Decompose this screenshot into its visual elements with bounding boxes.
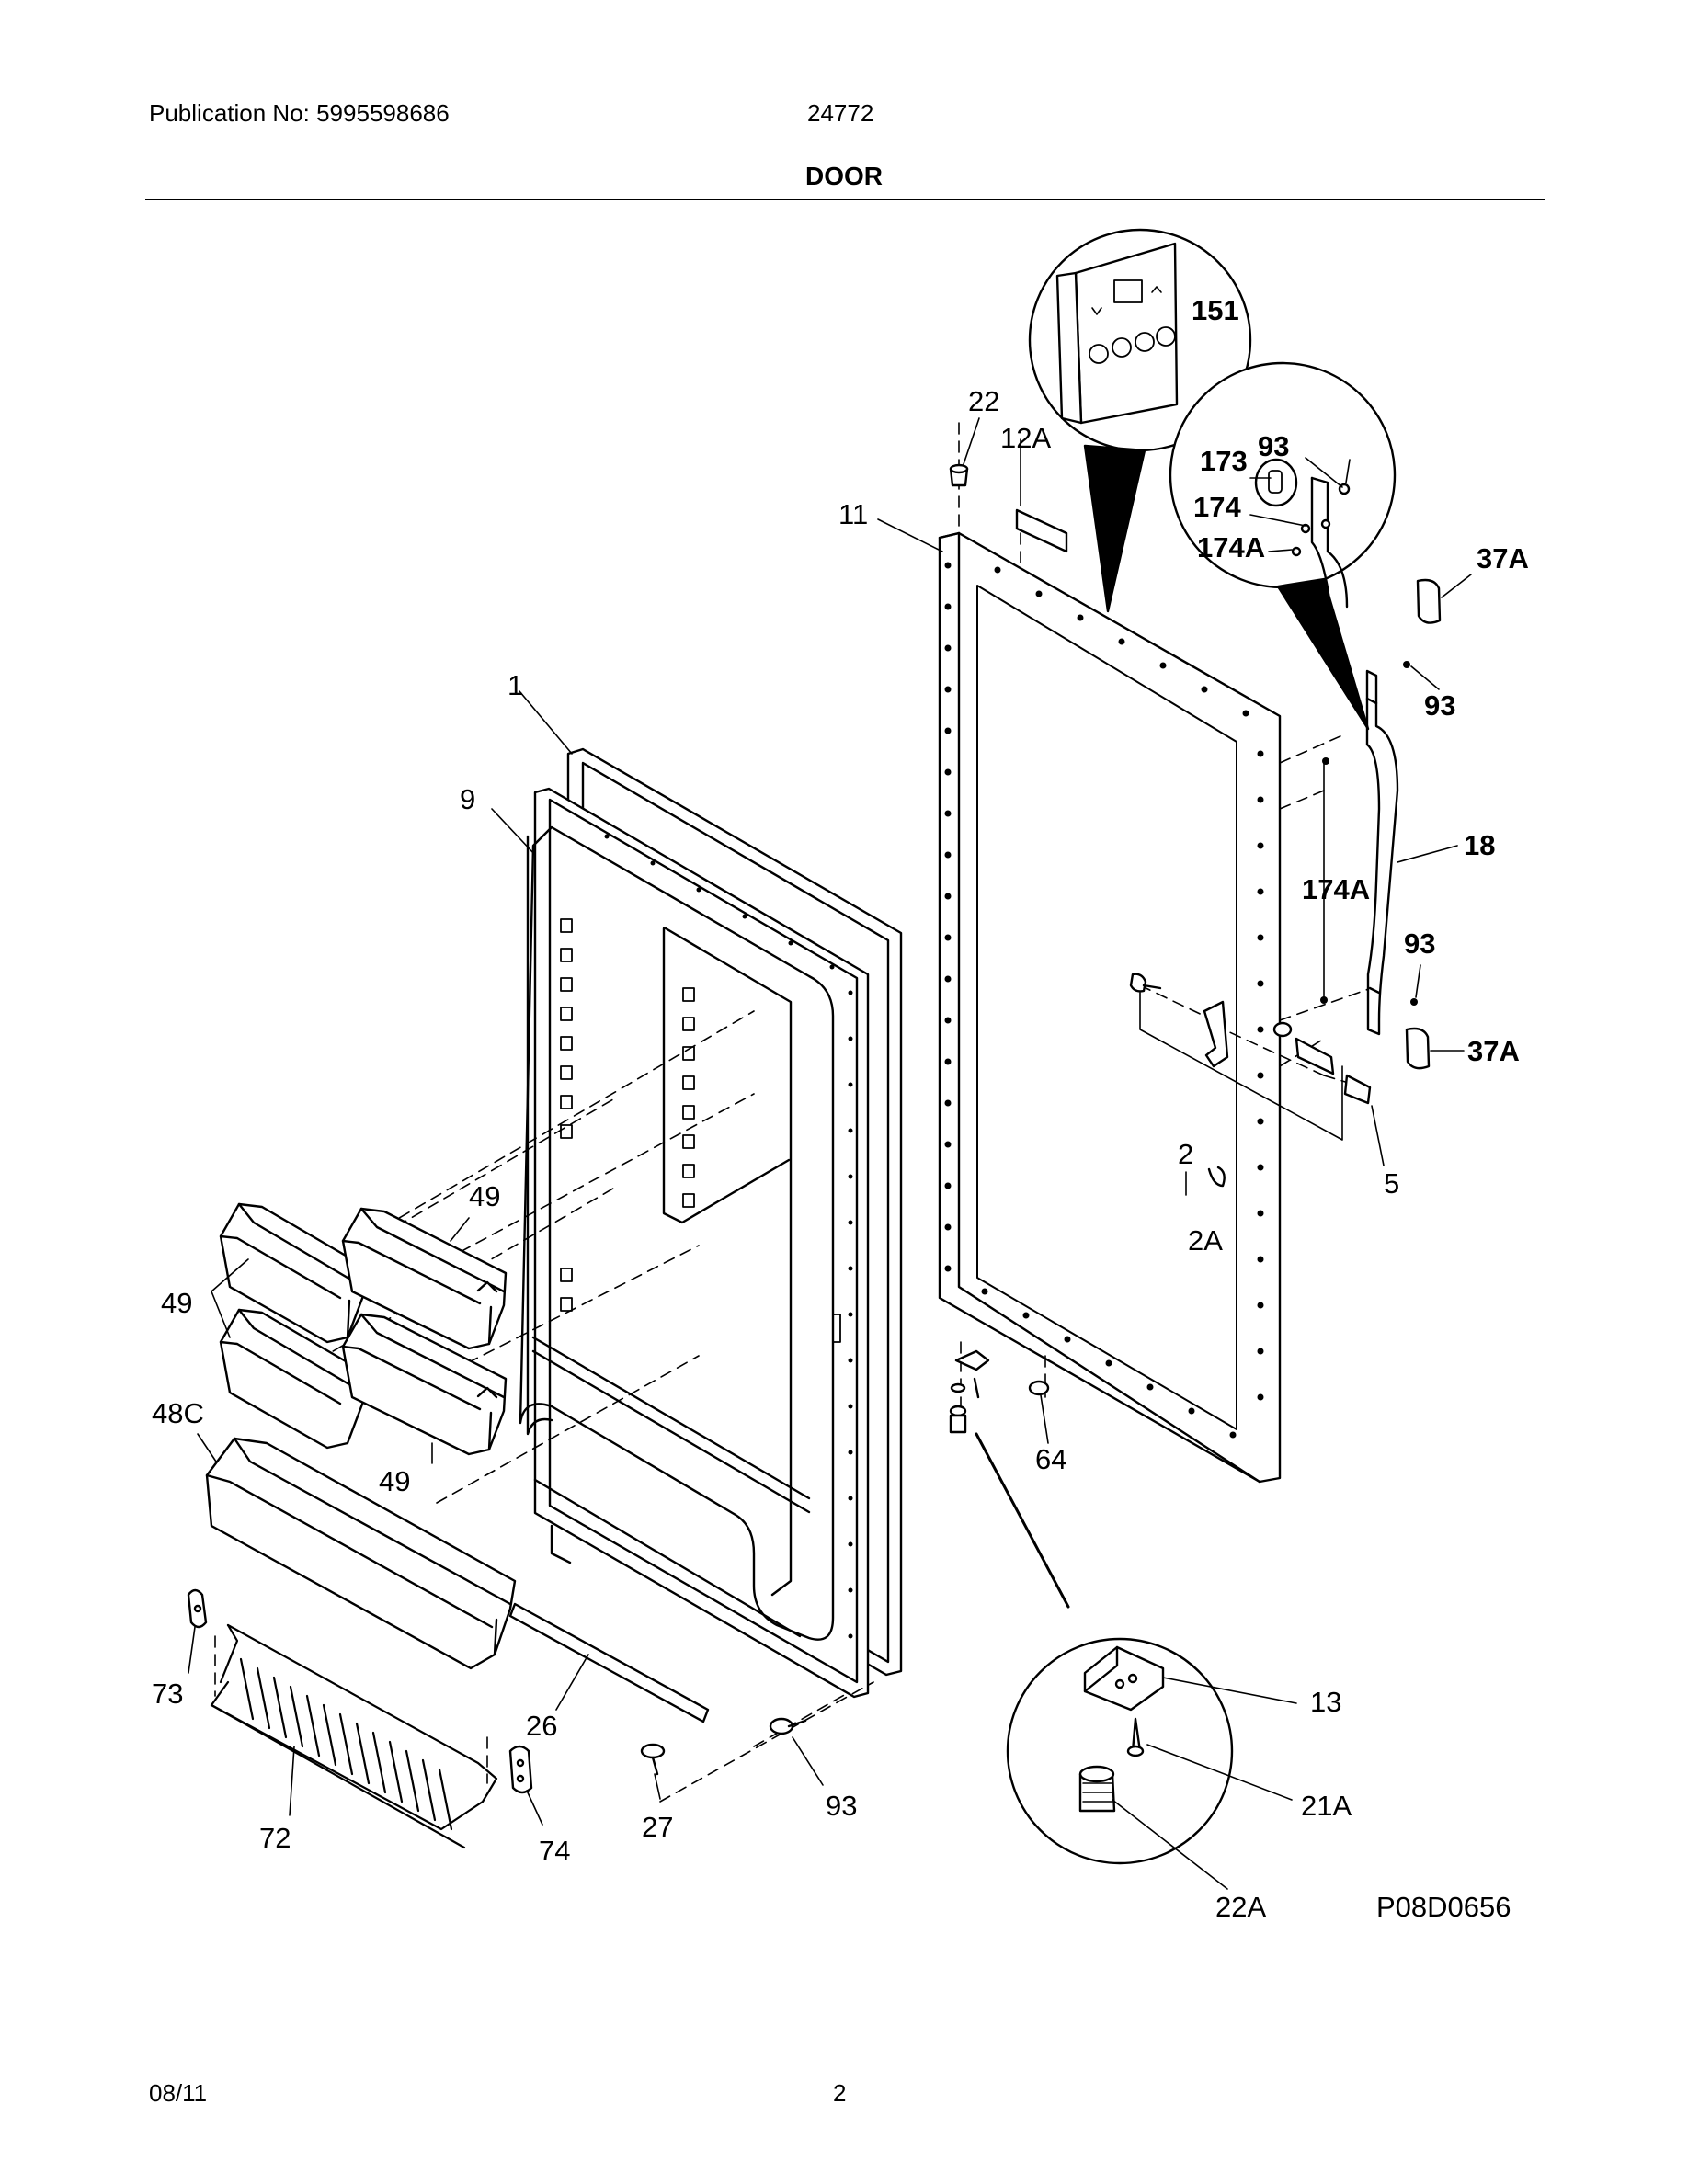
label-26: 26 (526, 1710, 557, 1742)
label-12a (1015, 508, 1068, 553)
door-handle-18 (1365, 669, 1399, 1036)
label-74: 74 (539, 1835, 570, 1867)
door-bin-49-upper-left (219, 1202, 370, 1344)
label-27: 27 (642, 1811, 673, 1843)
label-174a-inset: 174A (1197, 531, 1265, 563)
label-173: 173 (1200, 445, 1248, 477)
label-73: 73 (152, 1678, 183, 1710)
label-174a: 174A (1302, 873, 1370, 905)
trim-strip-26 (508, 1602, 710, 1723)
door-bin-49-upper-right (341, 1207, 508, 1350)
label-2: 2 (1178, 1138, 1193, 1170)
door-bin-49-lower-right (341, 1313, 508, 1456)
label-49-c: 49 (379, 1465, 410, 1497)
handle-screws (1320, 661, 1418, 1006)
liner-edge-dots (604, 834, 853, 1639)
label-151: 151 (1192, 294, 1239, 326)
handle-cap-37a-bottom (1405, 1027, 1431, 1070)
header-rule (145, 199, 1545, 200)
label-48c: 48C (152, 1397, 204, 1429)
label-72: 72 (259, 1822, 291, 1854)
shelf-end-cap-73 (187, 1588, 208, 1629)
label-64: 64 (1035, 1443, 1066, 1475)
part-labels: 1 9 11 12A 22 151 173 93 174 174A 37A 93… (152, 294, 1529, 1923)
label-12a: 12A (1000, 422, 1051, 454)
wire-shelf-72 (210, 1623, 498, 1849)
label-93-bottom: 93 (826, 1790, 857, 1822)
inset-bottom-hinge (975, 1432, 1234, 1865)
label-37a-bottom: 37A (1467, 1035, 1520, 1067)
diagram-code: P08D0656 (1376, 1891, 1511, 1923)
gasket-holes (944, 562, 1264, 1439)
label-93-top: 93 (1424, 689, 1455, 722)
door-bin-48c (205, 1437, 517, 1670)
label-9: 9 (460, 783, 475, 815)
label-22a: 22A (1215, 1891, 1266, 1923)
label-37a-top: 37A (1477, 542, 1529, 574)
label-1: 1 (508, 669, 523, 701)
screw-93-bottom (769, 1717, 807, 1735)
hinge-clip-2a (1207, 1166, 1226, 1188)
label-93-inset: 93 (1258, 430, 1289, 462)
footer-date: 08/11 (149, 2079, 208, 2107)
inner-door-liner (519, 787, 870, 1699)
screw-27 (640, 1743, 666, 1776)
label-11: 11 (838, 498, 868, 530)
page-number: 2 (833, 2079, 847, 2107)
bushing-5 (1272, 1021, 1372, 1105)
handle-cap-37a-top (1416, 578, 1442, 624)
label-49-a: 49 (469, 1180, 500, 1212)
label-21a: 21A (1301, 1790, 1352, 1822)
hinge-pin-2 (1129, 973, 1162, 993)
inset-handle-hardware (1169, 361, 1397, 731)
label-174: 174 (1193, 491, 1241, 523)
publication-number: Publication No: 5995598686 (149, 99, 450, 127)
model-number: 24772 (807, 99, 874, 127)
label-93-mid: 93 (1404, 927, 1435, 960)
label-5: 5 (1384, 1167, 1399, 1200)
inset-control-panel-151 (1028, 228, 1252, 613)
label-22: 22 (968, 385, 999, 417)
bottom-hinge-parts (949, 1349, 1050, 1434)
page-title: DOOR (805, 162, 883, 190)
plug-22 (949, 463, 969, 487)
shelf-end-cap-74 (508, 1745, 533, 1794)
door-stop-bracket (1203, 1000, 1229, 1068)
callout-2-bracket (1139, 992, 1343, 1141)
label-2a: 2A (1188, 1224, 1223, 1257)
leader-lines (188, 417, 1472, 1890)
outer-door-panel (938, 531, 1282, 1484)
label-13: 13 (1310, 1686, 1341, 1718)
label-18: 18 (1464, 829, 1495, 861)
label-49-b: 49 (161, 1287, 192, 1319)
